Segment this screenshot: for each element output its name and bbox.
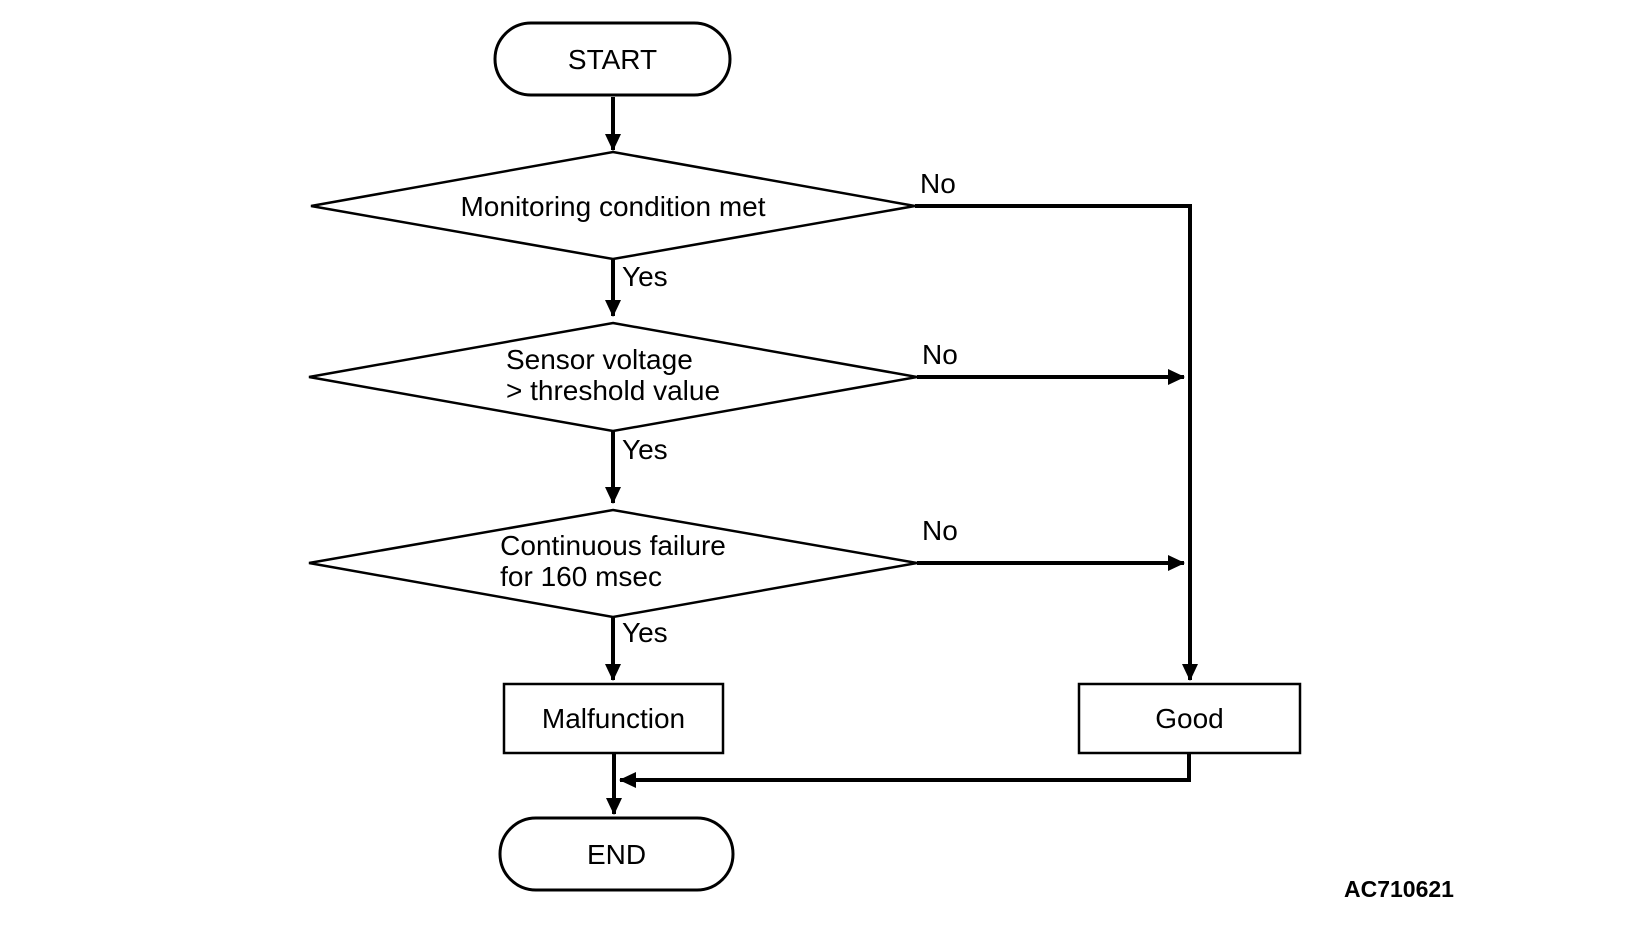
decision3-label-line2: for 160 msec [500, 561, 663, 592]
malfunction-node-label: Malfunction [541, 703, 686, 734]
end-node-label: END [586, 838, 647, 870]
decision1-yes-label: Yes [622, 261, 668, 292]
end-terminator-shape [498, 816, 735, 892]
decision1-label: Monitoring condition met [460, 190, 766, 222]
decision2-no-label: No [922, 339, 958, 370]
start-terminator-shape [493, 21, 732, 97]
decision2-label-line2: > threshold value [505, 375, 721, 406]
decision2-label: Sensor voltage > threshold value [506, 344, 720, 406]
malfunction-box-shape [502, 682, 725, 755]
decision2-yes-label: Yes [622, 434, 668, 465]
decision3-label-line1: Continuous failure [500, 530, 726, 561]
decision1-no-label: No [920, 168, 956, 199]
edge-decision1-no-to-good [915, 204, 1198, 681]
decision3-diamond-shape [308, 508, 918, 619]
figure-id-label: AC710621 [1344, 876, 1454, 902]
decision3-yes-label: Yes [622, 617, 668, 648]
decision3-no-label: No [922, 515, 958, 546]
good-node-label: Good [1155, 703, 1224, 734]
decision3-label: Continuous failure for 160 msec [500, 530, 726, 592]
start-node-label: START [567, 43, 658, 75]
decision1-diamond-shape [310, 150, 916, 261]
good-box-shape [1077, 682, 1302, 755]
decision2-diamond-shape [308, 321, 918, 433]
decision2-label-line1: Sensor voltage [505, 344, 693, 375]
edge-good-to-end-junction [619, 753, 1191, 788]
